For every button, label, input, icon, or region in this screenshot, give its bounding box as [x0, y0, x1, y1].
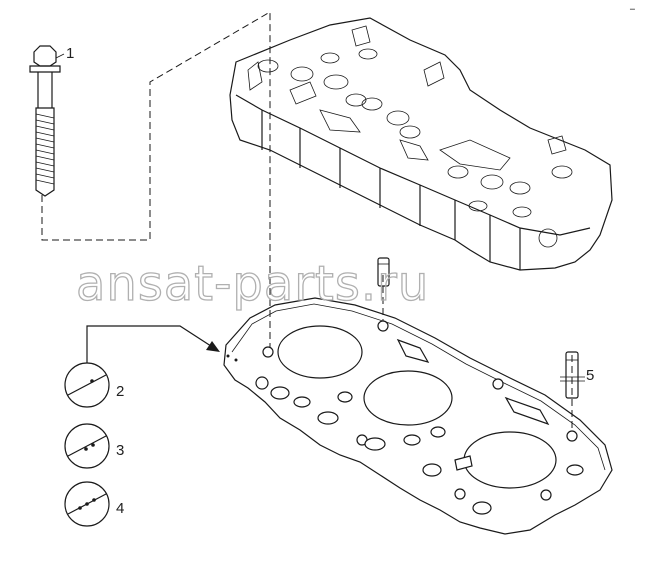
- callout-1: 1: [66, 45, 74, 62]
- callout-5: 5: [586, 367, 594, 384]
- callout-3: 3: [116, 442, 124, 459]
- alignment-lines: [41, 11, 573, 432]
- cylinder-head-bolt: [29, 45, 65, 197]
- dowel-pin-upper: [377, 257, 390, 287]
- watermark: ansat-parts.ru: [76, 256, 429, 312]
- thickness-indicator-4: [64, 481, 110, 527]
- callout-2: 2: [116, 383, 124, 400]
- dowel-pin-5: [560, 351, 585, 399]
- thickness-indicator-3: [64, 423, 110, 469]
- thickness-indicator-2: [64, 362, 110, 408]
- leader-arrow: [86, 325, 220, 363]
- cylinder-head: [229, 17, 613, 271]
- head-gasket: [223, 297, 613, 535]
- callout-4: 4: [116, 500, 124, 517]
- corner-mark: ━: [629, 5, 635, 14]
